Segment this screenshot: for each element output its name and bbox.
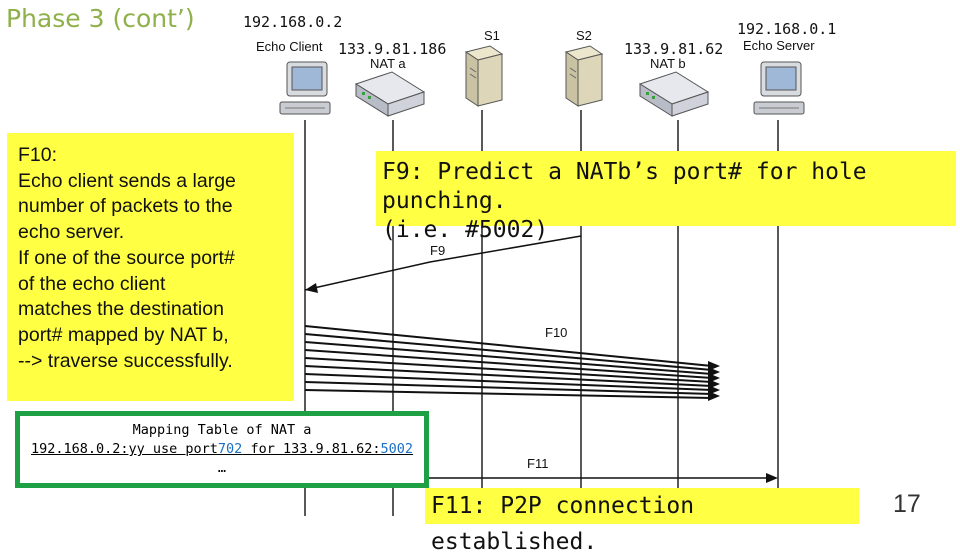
server-computer-icon [753, 61, 805, 115]
f11-label: F11 [527, 456, 549, 471]
f10-note-line: If one of the source port# [18, 246, 235, 269]
client-computer-icon [279, 61, 331, 115]
f10-note-line: of the echo client [18, 272, 166, 295]
f9-note: F9: Predict a NATb’s port# for hole punc… [376, 151, 956, 243]
mapping-table-title: Mapping Table of NAT a [132, 422, 312, 438]
server-name-label: Echo Server [743, 38, 815, 53]
server-ip-label: 192.168.0.1 [737, 20, 837, 38]
s2-server-icon [564, 45, 604, 107]
f9-note-line: F9: Predict a NATb’s port# for hole punc… [382, 159, 867, 214]
nat-a-router-icon [354, 71, 426, 117]
page-number: 17 [893, 490, 921, 518]
f10-note-line: echo server. [18, 221, 125, 244]
f10-arrowheads [708, 361, 720, 401]
mapping-row-middle: for 133.9.81.62: [242, 441, 381, 457]
mapping-row-prefix: 192.168.0.2:yy use port [30, 441, 218, 457]
client-ip-label: 192.168.0.2 [243, 13, 343, 31]
mapping-table-row: 192.168.0.2:yy use port702 for 133.9.81.… [20, 440, 424, 459]
mapping-table-ellipsis: … [217, 460, 227, 476]
f11-note: F11: P2P connection established. [425, 488, 859, 555]
f10-note: F10: Echo client sends a large number of… [7, 133, 294, 401]
f9-note-line: (i.e. #5002) [382, 217, 549, 243]
nat-b-name-label: NAT b [650, 56, 686, 71]
client-name-label: Echo Client [256, 39, 323, 54]
f10-arrows [304, 325, 713, 399]
nat-b-router-icon [638, 71, 710, 117]
mapping-row-dest-port: 5002 [380, 441, 413, 457]
s1-server-icon [464, 45, 504, 107]
nat-a-name-label: NAT a [370, 56, 406, 71]
mapping-row-port: 702 [217, 441, 243, 457]
f10-note-line: number of packets to the [18, 195, 233, 218]
nat-a-mapping-table: Mapping Table of NAT a 192.168.0.2:yy us… [15, 411, 429, 488]
f9-arrow [304, 235, 582, 293]
s1-name-label: S1 [484, 28, 500, 43]
s2-name-label: S2 [576, 28, 592, 43]
f10-note-line: matches the destination [18, 298, 224, 321]
slide-title: Phase 3 (cont’) [6, 4, 195, 33]
nat-b-ip-label: 133.9.81.62 [624, 40, 724, 58]
f10-note-line: F10: [18, 144, 58, 166]
f10-note-line: port# mapped by NAT b, [18, 323, 229, 346]
f10-note-line: Echo client sends a large [18, 169, 236, 192]
nat-a-ip-label: 133.9.81.186 [338, 40, 447, 58]
f9-label: F9 [430, 243, 446, 258]
f10-label: F10 [545, 325, 568, 340]
f10-note-line: --> traverse successfully. [18, 349, 233, 372]
